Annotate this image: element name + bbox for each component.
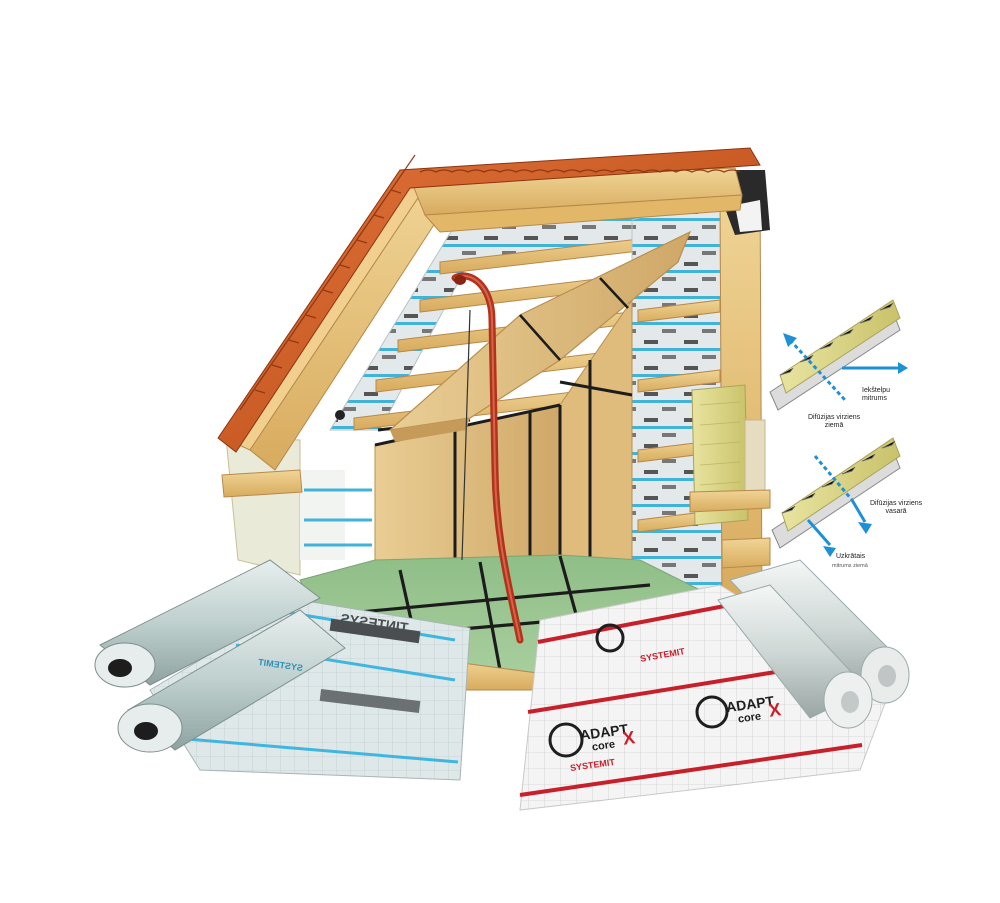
diffusion-diagram-summer	[771, 437, 901, 557]
label-indoor-moisture: Iekštelpu mitrums	[862, 387, 891, 403]
diffusion-diagram-winter	[769, 299, 908, 411]
right-membrane-roll	[519, 559, 910, 811]
left-membrane-roll	[94, 559, 471, 781]
attic-structure	[217, 147, 771, 691]
label-diffusion-summer: Difūzijas virziens vasarā	[870, 500, 923, 516]
label-accumulated-moisture: Uzkrātais	[836, 553, 866, 560]
label-diffusion-winter: Difūzijas virziens ziemā	[808, 414, 861, 430]
label-accumulated-moisture-sub: mitrums ziemā	[832, 563, 868, 569]
